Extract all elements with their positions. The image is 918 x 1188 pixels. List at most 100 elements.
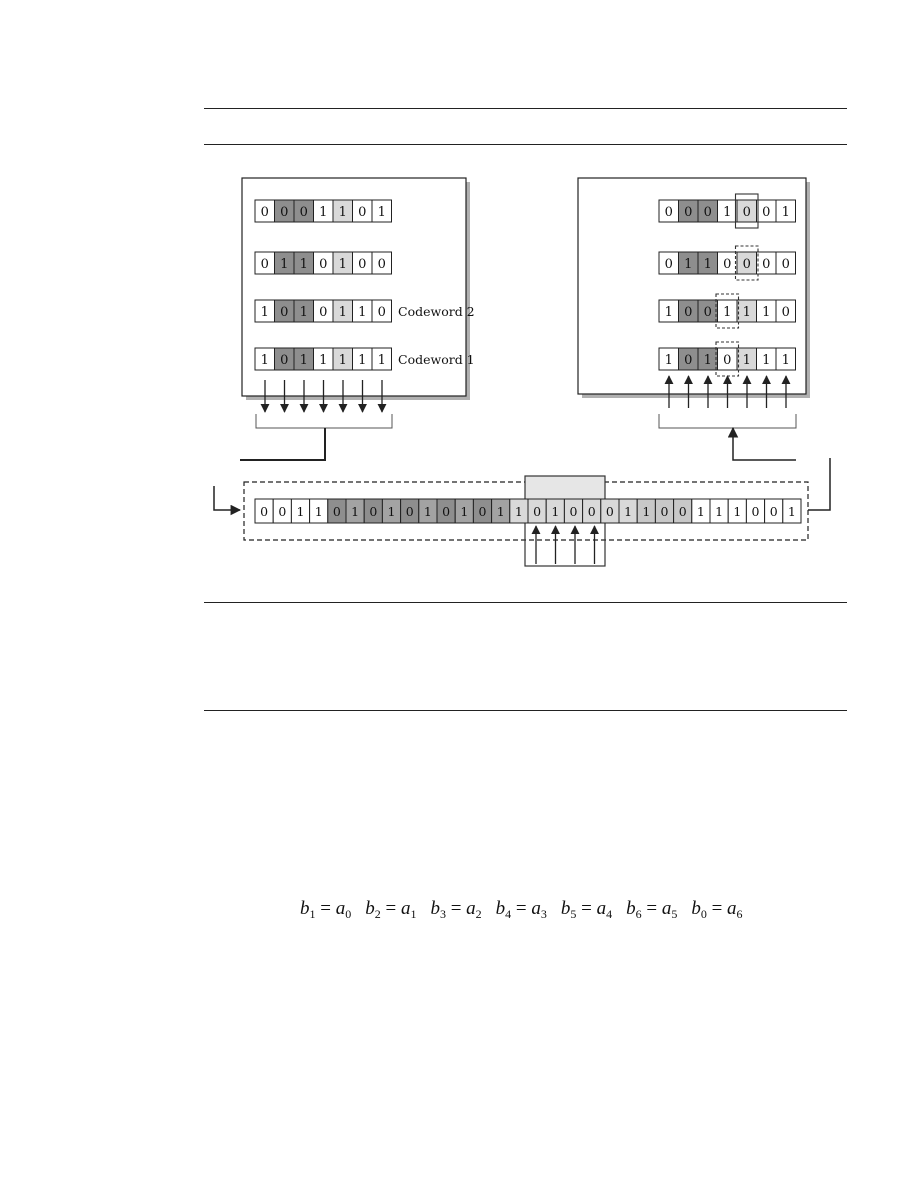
- channel-bit-value: 1: [424, 504, 432, 519]
- bit-value: 0: [762, 257, 770, 272]
- equation-rhs-subscript: 0: [345, 907, 352, 921]
- equation-lhs: b: [365, 898, 375, 919]
- channel-bit-value: 1: [515, 504, 523, 519]
- bit-value: 1: [378, 205, 386, 220]
- channel-bit-value: 1: [497, 504, 505, 519]
- equation-lhs: b: [560, 898, 571, 919]
- channel-bit-value: 1: [788, 504, 796, 519]
- channel-bit-cell: [782, 498, 802, 524]
- bit-value: 1: [743, 353, 751, 368]
- bit-value: 1: [300, 257, 308, 272]
- equation-lhs-subscript: 3: [439, 907, 446, 921]
- bit-value: 1: [319, 205, 327, 220]
- channel-bit-value: 0: [570, 504, 578, 519]
- bit-value: 0: [762, 205, 770, 220]
- equation-term: b4 = a3: [496, 898, 547, 922]
- equals-sign: =: [511, 898, 532, 919]
- equation-rhs-subscript: 3: [540, 907, 547, 921]
- bit-value: 1: [339, 257, 347, 272]
- equation-rhs-subscript: 6: [736, 907, 743, 921]
- equation-lhs: b: [430, 898, 440, 919]
- channel-bit-value: 1: [642, 504, 650, 519]
- equals-sign: =: [706, 898, 728, 919]
- channel-bit-value: 0: [770, 504, 778, 519]
- rx-connector: [727, 426, 796, 461]
- bit-value: 1: [280, 257, 288, 272]
- receiver-bracket: [658, 414, 797, 429]
- channel-bit-value: 1: [351, 504, 359, 519]
- bit-value: 1: [300, 353, 308, 368]
- equation-rhs-subscript: 1: [410, 907, 417, 921]
- equation-rhs: a: [531, 898, 541, 919]
- bit-value: 0: [378, 257, 386, 272]
- equation-rhs: a: [400, 898, 411, 919]
- bit-cell: [371, 199, 392, 223]
- equation-rhs: a: [596, 898, 607, 919]
- top-rule-1: [204, 108, 847, 109]
- channel-bit-value: 0: [752, 504, 760, 519]
- bit-value: 1: [665, 353, 673, 368]
- channel-bit-value: 1: [624, 504, 632, 519]
- bit-cell: [775, 199, 796, 223]
- channel-bit-value: 0: [369, 504, 377, 519]
- channel-input-arrow: [213, 486, 242, 516]
- bit-value: 0: [704, 305, 712, 320]
- bit-value: 1: [339, 353, 347, 368]
- equation-rhs: a: [727, 898, 737, 919]
- channel-bit-value: 0: [588, 504, 596, 519]
- bit-value: 1: [782, 205, 790, 220]
- bit-value: 1: [339, 305, 347, 320]
- bit-value: 0: [684, 305, 692, 320]
- bit-value: 0: [300, 205, 308, 220]
- bit-value: 0: [280, 205, 288, 220]
- channel-bit-value: 1: [697, 504, 705, 519]
- channel-bit-value: 1: [715, 504, 723, 519]
- bit-value: 1: [704, 257, 712, 272]
- equation-term: b5 = a4: [561, 898, 612, 922]
- bit-value: 0: [261, 257, 269, 272]
- bit-value: 1: [300, 305, 308, 320]
- mid-rule-1: [204, 602, 847, 603]
- channel-bit-value: 0: [442, 504, 450, 519]
- channel-bit-value: 0: [260, 504, 268, 519]
- channel-bit-value: 0: [679, 504, 687, 519]
- bit-value: 1: [358, 353, 366, 368]
- channel-bit-value: 0: [479, 504, 487, 519]
- channel-bit-value: 1: [733, 504, 741, 519]
- bit-cell: [775, 347, 796, 371]
- codeword-label: Codeword 1: [398, 352, 475, 367]
- equation-lhs: b: [626, 898, 636, 919]
- top-rule-2: [204, 144, 847, 145]
- receiver-write-arrows: [664, 375, 791, 408]
- bit-value: 0: [704, 205, 712, 220]
- equals-sign: =: [576, 898, 597, 919]
- equation-rhs-subscript: 4: [606, 907, 613, 921]
- bit-value: 1: [762, 353, 770, 368]
- channel-bit-value: 0: [406, 504, 414, 519]
- bit-cell: [371, 251, 392, 275]
- bit-value: 0: [358, 205, 366, 220]
- channel-bit-value: 1: [388, 504, 396, 519]
- channel-bit-value: 1: [460, 504, 468, 519]
- bit-value: 0: [684, 205, 692, 220]
- bit-value: 0: [782, 257, 790, 272]
- error-highlight: [715, 293, 740, 329]
- equation-term: b3 = a2: [430, 898, 481, 922]
- bit-value: 1: [358, 305, 366, 320]
- equation-lhs-subscript: 2: [374, 907, 381, 921]
- channel-bit-value: 0: [661, 504, 669, 519]
- channel-bit-value: 1: [315, 504, 323, 519]
- equals-sign: =: [315, 898, 336, 919]
- bit-value: 0: [743, 205, 751, 220]
- bit-value: 1: [684, 257, 692, 272]
- equals-sign: =: [380, 898, 401, 919]
- equation-term: b1 = a0: [300, 898, 351, 922]
- equation-rhs-subscript: 2: [475, 907, 482, 921]
